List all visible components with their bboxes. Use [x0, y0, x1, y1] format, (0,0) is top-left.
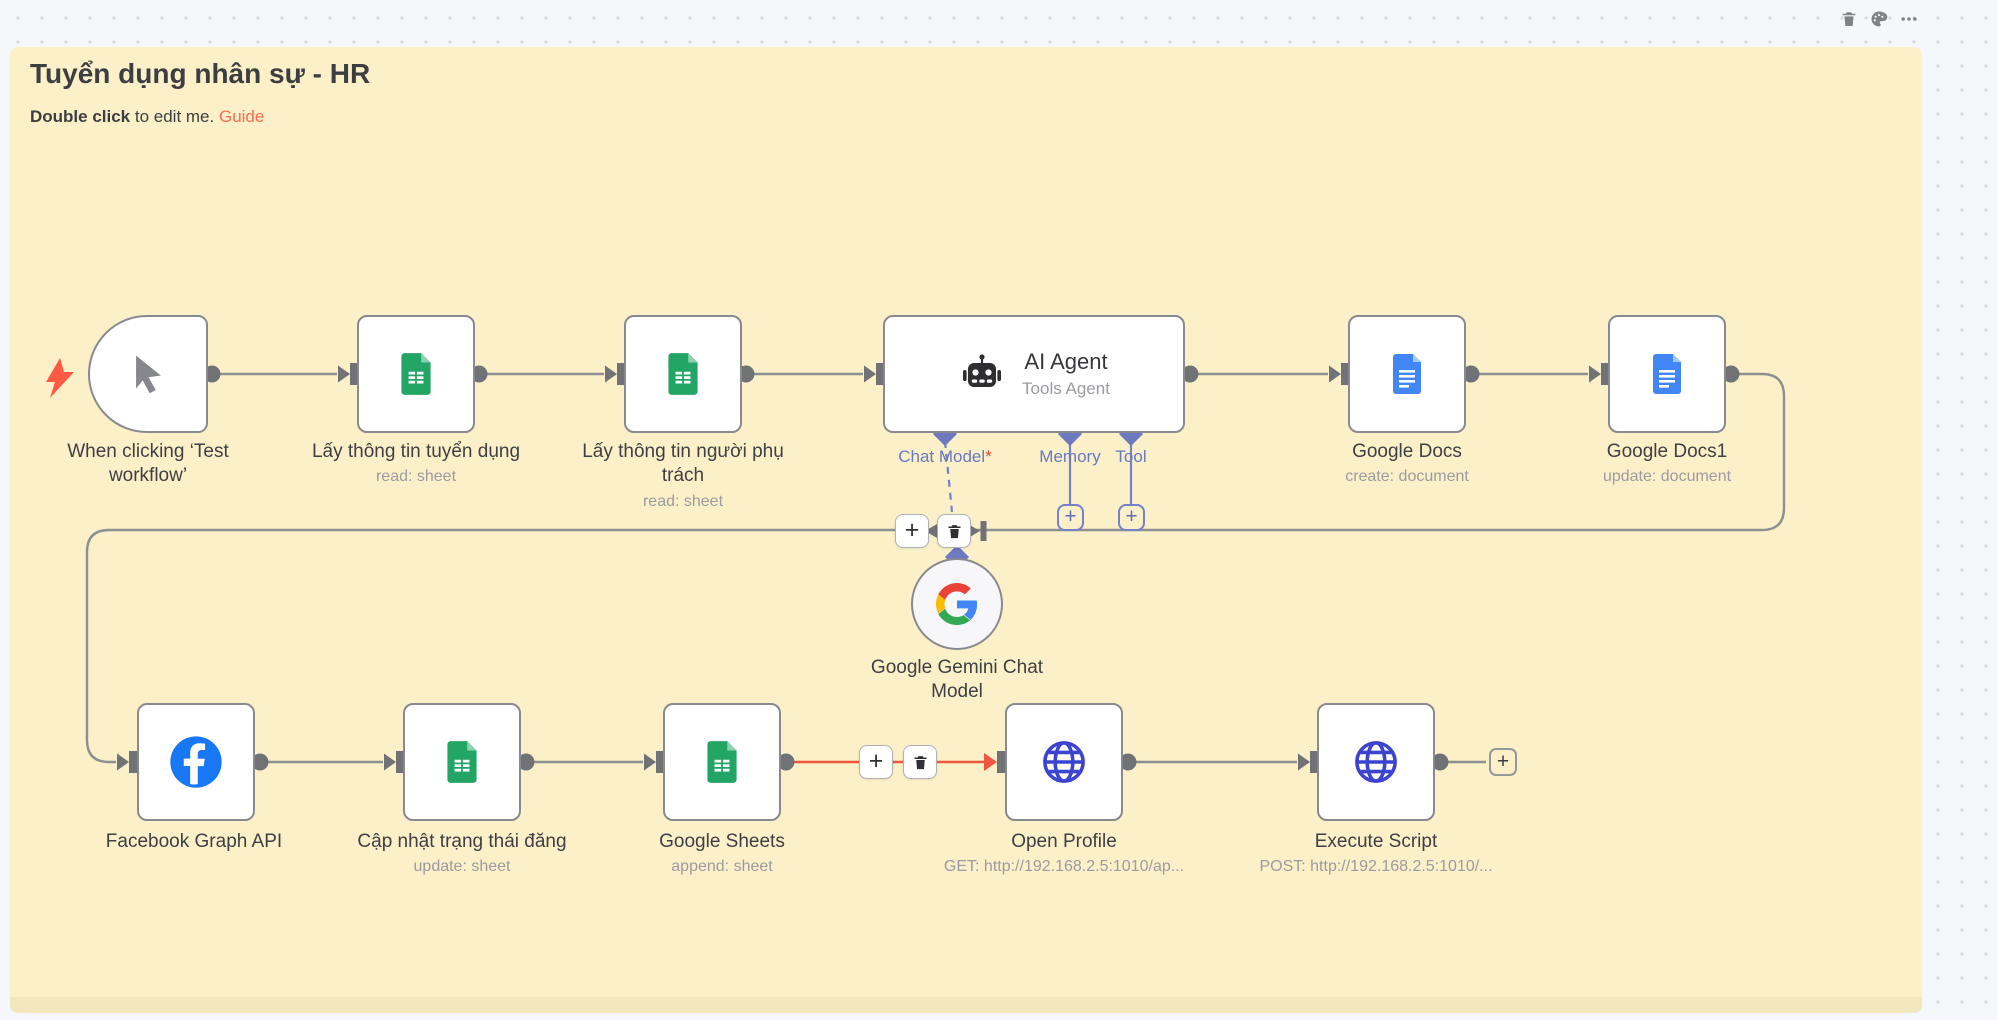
- trash-icon: [913, 755, 927, 769]
- connection-arrow-red: [984, 753, 997, 771]
- node-sheets-update-status[interactable]: [403, 703, 521, 821]
- loop-direction-marks: [925, 521, 987, 541]
- output-dot-agent[interactable]: [1181, 365, 1199, 383]
- globe-icon: [1043, 741, 1085, 783]
- globe-icon: [1355, 741, 1397, 783]
- node-ai-agent[interactable]: AI Agent Tools Agent: [883, 315, 1185, 433]
- palette-icon-glyph: [1871, 11, 1888, 27]
- agent-subtitle: Tools Agent: [1022, 379, 1110, 398]
- sticky-note-hint: Double click to edit me. Guide: [30, 107, 264, 127]
- google-g-icon: [936, 583, 978, 625]
- google-sheets-icon: [401, 353, 431, 395]
- output-dot-sheets4[interactable]: [777, 753, 795, 771]
- tool-add-button[interactable]: +: [1118, 504, 1145, 531]
- output-dot-execute[interactable]: [1431, 753, 1449, 771]
- port-label-memory: Memory: [1039, 447, 1101, 466]
- robot-icon: [963, 354, 1002, 387]
- red-connection-add-button[interactable]: +: [859, 745, 893, 779]
- facebook-icon: [170, 736, 222, 788]
- lightning-icon: [46, 358, 74, 398]
- node-google-docs-1[interactable]: [1608, 315, 1726, 433]
- palette-icon[interactable]: [1868, 8, 1890, 30]
- output-dot-openprofile[interactable]: [1119, 753, 1137, 771]
- google-docs-icon: [1653, 354, 1681, 394]
- trash-icon-glyph: [1842, 12, 1856, 27]
- google-docs-icon: [1393, 354, 1421, 394]
- agent-title: AI Agent: [1024, 349, 1108, 374]
- execute-output-add-button[interactable]: +: [1489, 748, 1517, 776]
- cursor-icon: [136, 355, 161, 394]
- google-sheets-icon: [707, 741, 737, 783]
- node-label-facebook: Facebook Graph API: [105, 831, 283, 852]
- more-options-icon[interactable]: [1898, 8, 1920, 30]
- node-label-trigger: When clicking ‘Test workflow’: [67, 441, 229, 487]
- trash-icon: [947, 524, 961, 538]
- node-sheets-read-recruitment[interactable]: [357, 315, 475, 433]
- loop-connection-delete-button[interactable]: [937, 514, 971, 548]
- node-execute-script[interactable]: [1317, 703, 1435, 821]
- output-dot-docs[interactable]: [1462, 365, 1480, 383]
- node-facebook-graph-api[interactable]: [137, 703, 255, 821]
- hint-bold: Double click: [30, 107, 131, 126]
- port-label-chat-model: Chat Model*: [898, 447, 992, 466]
- guide-link[interactable]: Guide: [218, 107, 265, 126]
- red-connection-delete-button[interactable]: [903, 745, 937, 779]
- node-label-gemini: Google Gemini Chat Model: [870, 657, 1044, 703]
- ellipsis-icon-glyph: [1901, 17, 1917, 21]
- google-sheets-icon: [447, 741, 477, 783]
- google-sheets-icon: [668, 353, 698, 395]
- node-google-docs[interactable]: [1348, 315, 1466, 433]
- sticky-note-edge: [10, 997, 1922, 1013]
- node-sheets-read-manager[interactable]: [624, 315, 742, 433]
- node-open-profile[interactable]: [1005, 703, 1123, 821]
- loop-connection-add-button[interactable]: +: [895, 514, 929, 548]
- output-dot-facebook[interactable]: [251, 753, 269, 771]
- node-trigger[interactable]: [88, 315, 208, 433]
- sticky-note-title: Tuyển dụng nhân sự - HR: [30, 58, 371, 89]
- node-google-sheets[interactable]: [663, 703, 781, 821]
- trash-icon[interactable]: [1838, 8, 1860, 30]
- agent-text: AI Agent Tools Agent: [1022, 349, 1110, 399]
- memory-add-button[interactable]: +: [1057, 504, 1084, 531]
- output-dot-docs1[interactable]: [1722, 365, 1740, 383]
- output-dot-sheets3[interactable]: [517, 753, 535, 771]
- input-endpoints[interactable]: [117, 363, 1608, 773]
- port-label-tool: Tool: [1115, 447, 1147, 466]
- hint-text: to edit me.: [130, 107, 219, 126]
- node-gemini-chat-model[interactable]: [911, 558, 1003, 650]
